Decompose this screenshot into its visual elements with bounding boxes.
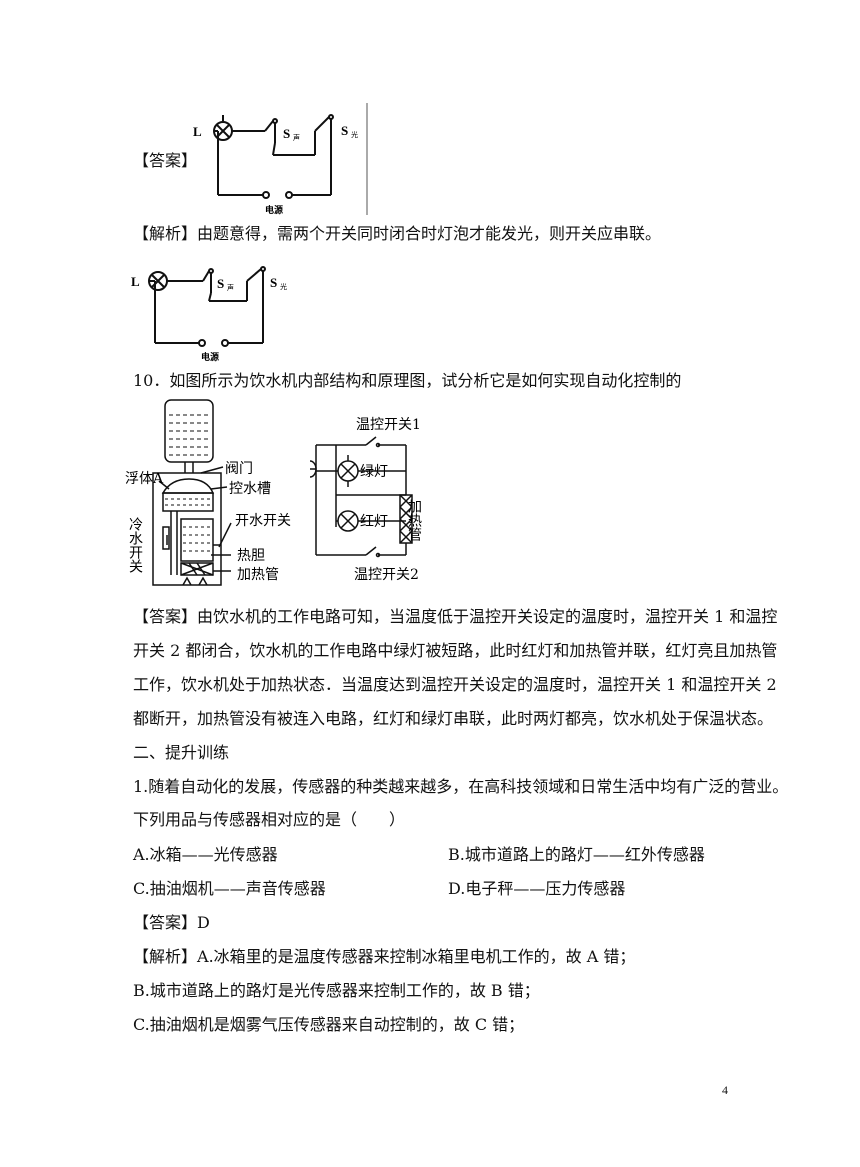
q9-answer-circuit-diagram: L S 声 S 光 电源 <box>185 103 375 218</box>
section-heading: 二、提升训练 <box>133 743 230 762</box>
q9a-switch-light-label: S <box>341 123 348 138</box>
q10-number: 10 <box>133 371 154 390</box>
q9a-source-label: 电源 <box>265 204 283 216</box>
q9a-switch-light-sub: 光 <box>351 130 358 139</box>
q10-answer-line-4: 都断开，加热管没有被连入电路，红灯和绿灯串联，此时两灯都亮，饮水机处于保温状态。 <box>133 709 774 728</box>
valve-label: 阀门 <box>225 461 253 477</box>
q9b-switch-sound-sub: 声 <box>227 283 234 292</box>
q9-analysis-text: 由题意得，需两个开关同时闭合时灯泡才能发光，则开关应串联。 <box>197 224 662 243</box>
p1-option-b: B.城市道路上的路灯——红外传感器 <box>448 845 705 864</box>
p1-analysis-line-2: B.城市道路上的路灯是光传感器来控制工作的，故 B 错； <box>133 981 540 1000</box>
q10-answer-text-1: 由饮水机的工作电路可知，当温度低于温控开关设定的温度时，温控开关 1 和温控 <box>197 607 778 626</box>
p1-answer-label: 【答案】 <box>133 913 198 932</box>
q9b-switch-light-label: S <box>270 275 277 290</box>
heater-label: 加热管 <box>237 567 279 583</box>
p1-option-a: A.冰箱——光传感器 <box>133 845 278 864</box>
water-dispenser-circuit-diagram: 温控开关1 绿灯 红灯 加热管 温控开关2 <box>298 415 428 590</box>
circuit-heater-label: 加热管 <box>406 499 422 541</box>
p1-stem-line-1: 1.随着自动化的发展，传感器的种类越来越多，在高科技领域和日常生活中均有广泛的营… <box>133 777 789 796</box>
q9-analysis-label: 【解析】 <box>133 224 198 243</box>
q9a-switch-sound-sub: 声 <box>293 133 300 142</box>
green-lamp-label: 绿灯 <box>360 464 388 480</box>
q10-question: 10．如图所示为饮水机内部结构和原理图，试分析它是如何实现自动化控制的 <box>133 371 681 391</box>
q10-question-text: ．如图所示为饮水机内部结构和原理图，试分析它是如何实现自动化控制的 <box>153 371 682 390</box>
p1-option-c: C.抽油烟机——声音传感器 <box>133 879 326 898</box>
p1-analysis-label: 【解析】 <box>133 947 198 966</box>
q9b-lamp-label: L <box>131 274 140 289</box>
p1-analysis-line-1: 【解析】A.冰箱里的是温度传感器来控制冰箱里电机工作的，故 A 错； <box>133 947 635 967</box>
q9-analysis-circuit-diagram: L S 声 S 光 电源 <box>125 263 295 363</box>
q9b-switch-sound-label: S <box>217 276 224 291</box>
p1-analysis-text-1: A.冰箱里的是温度传感器来控制冰箱里电机工作的，故 A 错； <box>197 947 636 966</box>
q10-answer-line-1: 【答案】由饮水机的工作电路可知，当温度低于温控开关设定的温度时，温控开关 1 和… <box>133 607 777 627</box>
q9-analysis: 【解析】由题意得，需两个开关同时闭合时灯泡才能发光，则开关应串联。 <box>133 224 661 244</box>
tank-label: 控水槽 <box>229 481 271 497</box>
q10-answer-line-3: 工作，饮水机处于加热状态．当温度达到温控开关设定的温度时，温控开关 1 和温控开… <box>133 675 777 694</box>
q10-answer-line-2: 开关 2 都闭合，饮水机的工作电路中绿灯被短路，此时红灯和加热管并联，红灯亮且加… <box>133 641 778 660</box>
cold-switch-label: 冷水开关 <box>127 517 143 573</box>
p1-analysis-line-3: C.抽油烟机是烟雾气压传感器来自动控制的，故 C 错； <box>133 1015 525 1034</box>
p1-answer-value: D <box>197 913 210 932</box>
q9b-source-label: 电源 <box>201 351 219 363</box>
temp-switch-2-label: 温控开关2 <box>354 567 419 583</box>
float-a-label: 浮体A <box>125 471 164 487</box>
q9a-lamp-label: L <box>193 124 202 139</box>
p1-option-d: D.电子秤——压力传感器 <box>448 879 626 898</box>
red-lamp-label: 红灯 <box>360 514 388 530</box>
q9-answer-label: 【答案】 <box>133 151 198 170</box>
page-number: 4 <box>722 1083 728 1097</box>
water-dispenser-structure-diagram: 浮体A 阀门 控水槽 开水开关 热胆 加热管 冷水开关 <box>123 395 293 590</box>
hot-switch-label: 开水开关 <box>235 513 291 529</box>
q10-answer-label: 【答案】 <box>133 607 198 626</box>
q9a-switch-sound-label: S <box>283 126 290 141</box>
p1-answer: 【答案】D <box>133 913 210 933</box>
temp-switch-1-label: 温控开关1 <box>356 417 421 433</box>
hot-tank-label: 热胆 <box>237 548 265 564</box>
q9b-switch-light-sub: 光 <box>280 282 287 291</box>
p1-stem-line-2: 下列用品与传感器相对应的是（ ） <box>133 810 406 829</box>
